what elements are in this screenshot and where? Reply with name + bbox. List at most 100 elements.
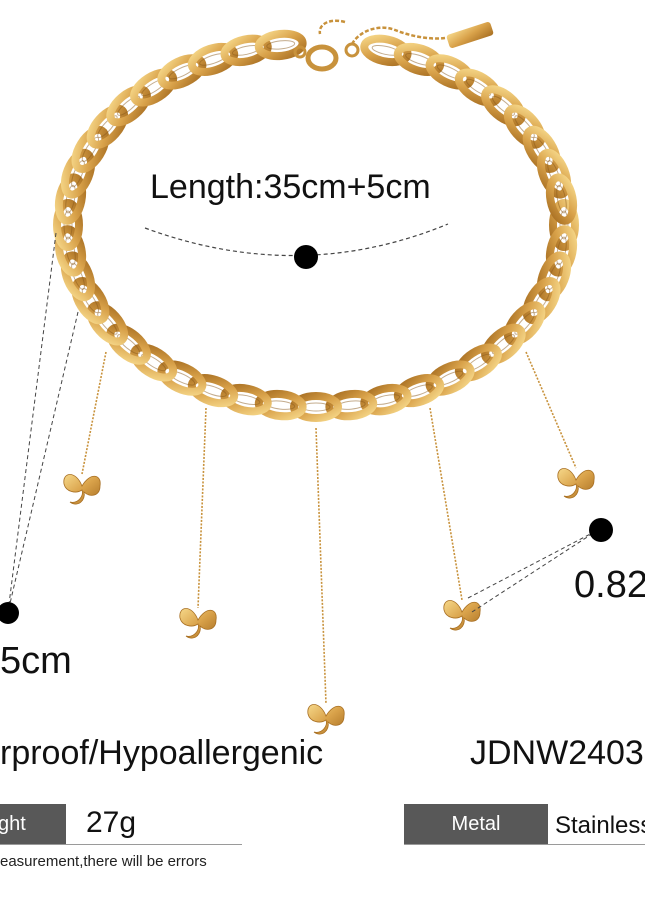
chain-link-shine: [556, 236, 567, 266]
width-dot: [589, 518, 613, 542]
chain-link: [536, 251, 572, 302]
chain-link: [86, 301, 129, 346]
butterfly-charm: [307, 704, 345, 735]
chain-link-shine: [532, 136, 551, 162]
chain-link-shine: [491, 334, 515, 355]
chain-link-shine: [556, 184, 567, 214]
chain-link: [187, 374, 239, 408]
chain-link-shine: [97, 115, 118, 138]
cuban-chain: [53, 29, 579, 422]
chain-link: [86, 104, 129, 149]
chain-link: [54, 173, 87, 225]
chain-link: [157, 54, 207, 90]
chain-link: [522, 277, 561, 325]
chain-link-shine: [97, 312, 118, 335]
chain-link: [220, 383, 272, 416]
chain-link-shine: [547, 160, 561, 188]
chain-link-shine: [117, 334, 141, 355]
chain-link: [254, 389, 307, 421]
chain-link: [425, 360, 475, 396]
chain-link: [545, 225, 578, 277]
pendant-chain: [525, 351, 577, 469]
chain-link: [71, 277, 110, 325]
chain-link: [503, 301, 546, 346]
weight-value: 27g: [86, 806, 137, 839]
butterfly-wing: [557, 468, 595, 499]
chain-link: [549, 199, 579, 251]
chain-link-shine: [547, 262, 561, 290]
butterfly-charm: [443, 600, 481, 631]
butterfly-wing: [179, 608, 217, 639]
extender-tag: [446, 22, 494, 48]
drop-measure-line-a: [7, 232, 57, 613]
chain-link-shine: [63, 210, 73, 240]
butterfly-wing: [443, 600, 481, 631]
chain-link-shine: [81, 136, 100, 162]
weight-key-text: ght: [0, 812, 26, 835]
chain-link: [106, 323, 151, 365]
chain-link: [60, 251, 96, 302]
chain-link: [60, 148, 96, 199]
chain-link-shine: [491, 95, 515, 116]
butterfly-charm: [557, 468, 595, 499]
butterfly-drops: [63, 351, 595, 735]
chain-link: [254, 29, 307, 61]
chain-link-shine: [71, 160, 85, 188]
chain-link: [187, 42, 239, 76]
chain-link-shine: [71, 262, 85, 290]
metal-value: Stainless: [555, 812, 645, 839]
features-label: rproof/Hypoallergenic: [0, 734, 324, 772]
weight-key-cell: ght: [0, 804, 66, 844]
chain-link: [130, 68, 178, 107]
chain-link-shine: [532, 288, 551, 314]
butterfly-charm: [179, 608, 217, 639]
length-dot: [294, 245, 318, 269]
chain-link: [157, 360, 207, 396]
chain-link: [54, 225, 87, 277]
chain-link-shine: [141, 353, 167, 372]
chain-link-shine: [266, 40, 296, 50]
pendant-chain: [429, 407, 463, 601]
measurement-note: easurement,there will be errors: [0, 853, 207, 870]
chain-link: [220, 34, 272, 67]
metal-rule: [404, 844, 645, 845]
width-label: 0.82: [574, 564, 645, 606]
chain-link-shine: [465, 78, 491, 97]
pendant-chain: [197, 407, 207, 609]
chain-link-shine: [81, 288, 100, 314]
metal-key-cell: Metal: [404, 804, 548, 844]
metal-key-text: Metal: [451, 812, 501, 835]
pendant-chain: [81, 351, 107, 475]
drop-dot: [0, 602, 19, 624]
chain-link-shine: [65, 236, 76, 266]
chain-link-shine: [514, 312, 535, 335]
chain-link: [106, 85, 151, 127]
chain-link: [71, 125, 110, 173]
pendant-chain: [315, 427, 327, 705]
chain-link-shine: [559, 210, 569, 240]
chain-link: [522, 125, 561, 173]
drop-length-label: 5cm: [0, 640, 72, 682]
butterfly-wing: [307, 704, 345, 735]
chain-link: [454, 343, 502, 382]
weight-rule: [0, 844, 242, 845]
model-number: JDNW2403: [470, 734, 644, 772]
chain-link: [545, 173, 578, 225]
butterfly-charm: [63, 474, 101, 505]
butterfly-wing: [63, 474, 101, 505]
chain-link: [454, 68, 502, 107]
chain-link-shine: [117, 95, 141, 116]
chain-link: [130, 343, 178, 382]
chain-link: [425, 54, 475, 90]
chain-link: [360, 383, 412, 416]
chain-link: [360, 34, 412, 67]
length-label: Length:35cm+5cm: [150, 168, 431, 206]
chain-link: [481, 85, 526, 127]
width-measure-line-a: [467, 529, 599, 599]
chain-link: [393, 374, 445, 408]
chain-link-shine: [65, 184, 76, 214]
chain-link: [536, 148, 572, 199]
drop-measure-line-b: [7, 311, 79, 613]
chain-link-shine: [514, 115, 535, 138]
